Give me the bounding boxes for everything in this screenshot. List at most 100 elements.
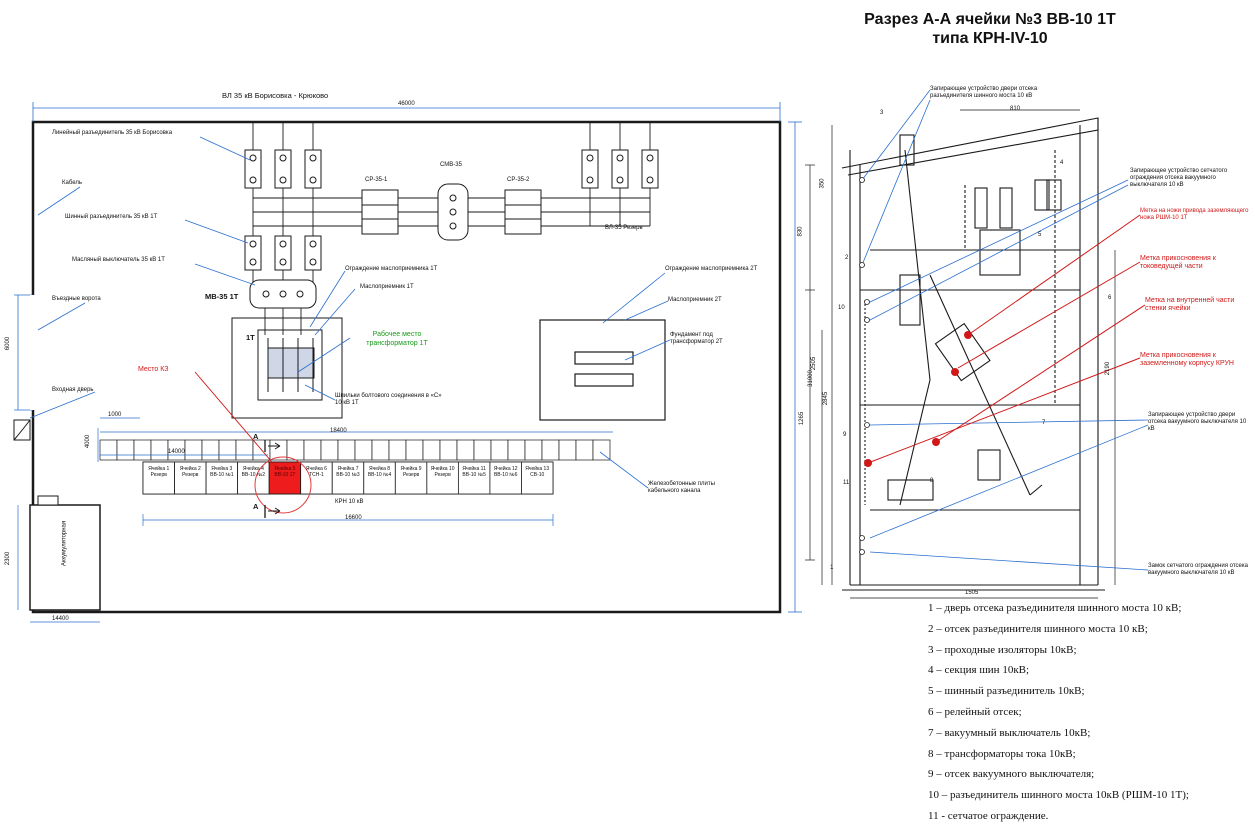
krn-cell-label: Ячейка 11 ВВ-10 №5 [462, 466, 486, 478]
transformer-2t-enclosure [539, 319, 666, 421]
channel-plate [490, 439, 509, 461]
sec-dim-h5: 2190 [1105, 361, 1112, 376]
ann-lock-mesh: Запирающее устройство сетчатого огражден… [1130, 168, 1228, 188]
channel-plate [575, 439, 594, 461]
krn-cell-label: Ячейка 13 СВ-10 [525, 466, 550, 478]
num-5: 5 [1038, 232, 1042, 238]
row2-dim-label: 14000 [168, 449, 185, 455]
legend-item: 7 – вакуумный выключатель 10кВ; [928, 726, 1091, 739]
ann-mark-conductive: Метка прикосновения к токоведущей части [1140, 255, 1216, 270]
battery-label: Аккумуляторная [61, 520, 68, 567]
kz-place-label: Место КЗ [138, 366, 169, 373]
top-dim-label: 46000 [398, 101, 415, 107]
channel-plate [473, 439, 492, 461]
krn-cell-label: Ячейка 12 ВВ-10 №6 [493, 466, 518, 478]
lock-markers [859, 177, 870, 555]
channel-plate [201, 439, 220, 461]
channel-plate [184, 439, 203, 461]
num-8: 8 [930, 478, 934, 484]
channel-plate [150, 439, 169, 461]
krn-cell-label: Ячейка 5 ВВ-10 1Т [274, 466, 296, 478]
left-dim-label: 6000 [5, 336, 12, 351]
section-leaders [861, 89, 1149, 571]
battery-h-dim: 2300 [5, 551, 12, 566]
foundation-label: Фундамент под трансформатор 2Т [670, 332, 723, 345]
kz-leader [194, 371, 284, 476]
num-10: 10 [838, 305, 845, 311]
line-disconnector-label: Линейный разъединитель 35 кВ Борисовка [52, 130, 173, 136]
plan-leaders [29, 136, 671, 489]
section-title-line2: типа КРН-IV-10 [932, 30, 1048, 47]
legend-item: 4 – секция шин 10кВ; [928, 664, 1030, 677]
bus-disconnector-label: Шинный разъединитель 35 кВ 1Т [65, 214, 158, 220]
smv-label: СМВ-35 [440, 162, 462, 168]
channel-plate [235, 439, 254, 461]
krn-cell-label: Ячейка 8 ВВ-10 №4 [367, 466, 392, 478]
battery-dimensions [17, 505, 100, 623]
krn-cell-label: Ячейка 6 ТСН-1 [305, 466, 327, 478]
sec-dim-top-h: 350 [819, 178, 826, 189]
small-dim-2: 4000 [85, 434, 92, 449]
kpn-dim-label: 16600 [345, 515, 362, 521]
sr-35-1-symbol [361, 189, 399, 235]
channel-plate [524, 439, 543, 461]
krn-cells [142, 461, 554, 495]
channel-plate [558, 439, 577, 461]
num-9: 9 [843, 432, 847, 438]
channel-plate [507, 439, 526, 461]
battery-w-dim: 14400 [52, 616, 69, 622]
krn-cell [363, 461, 396, 495]
sec-dim-top: 810 [1010, 106, 1021, 112]
sr-35-2-symbol [504, 189, 542, 235]
kpn-label: КРН 10 кВ [335, 499, 364, 505]
section-red-marks [864, 214, 1146, 467]
section-title-line1: Разрез А-А ячейки №3 ВВ-10 1Т [864, 11, 1116, 28]
right-dimension [788, 121, 802, 613]
num-4: 4 [1060, 160, 1064, 166]
entrance-door-label: Входная дверь [52, 387, 94, 393]
oil-receiver-2t-label: Маслоприемник 2Т [668, 297, 722, 303]
cable-label: Кабель [62, 180, 82, 186]
legend-item: 10 – разъединитель шинного моста 10кВ (Р… [928, 789, 1189, 802]
krn-cell [237, 461, 270, 495]
bolt-label: Шпильки болтового соединения в «С» 10 кВ… [335, 393, 442, 406]
reserve-line-disconnector-symbol [581, 149, 659, 189]
cable-channel-plates [99, 439, 611, 461]
ann-mark-rshm: Метка на ножи привода заземляющего ножа … [1140, 208, 1249, 221]
workplace-label: Рабочее место трансформатор 1Т [366, 331, 428, 347]
vl35-reserve-label: ВЛ-35 Резерв [605, 225, 643, 231]
channel-plate [592, 439, 611, 461]
krn-cell [426, 461, 459, 495]
ann-mark-grounded: Метка прикосновения к заземленному корпу… [1140, 352, 1234, 367]
channel-plate [456, 439, 475, 461]
krn-cell-kz [268, 461, 302, 495]
krn-cell [331, 461, 365, 495]
legend-item: 2 – отсек разъединителя шинного моста 10… [928, 622, 1148, 635]
smv-35-symbol [437, 183, 469, 241]
battery-room-symbol [29, 495, 101, 611]
sec-dim-h4: 1265 [799, 411, 806, 426]
krn-cell [300, 461, 333, 495]
num-3: 3 [880, 110, 884, 116]
krn-cell-label: Ячейка 7 ВВ-10 №3 [336, 466, 360, 478]
top-line-label: ВЛ 35 кВ Борисовка - Крюково [222, 91, 329, 100]
row-dim-label: 18400 [330, 428, 347, 434]
channel-plate [439, 439, 458, 461]
channel-plate [99, 439, 118, 461]
krn-cell-label: Ячейка 1 Резерв [148, 466, 170, 478]
num-7: 7 [1042, 420, 1046, 426]
bus-disconnector-symbol [244, 235, 322, 271]
channel-plate [388, 439, 407, 461]
legend-item: 6 – релейный отсек; [928, 705, 1022, 718]
section-dimensions [805, 109, 1116, 599]
legend-item: 1 – дверь отсека разъединителя шинного м… [928, 602, 1182, 614]
entrance-gate-label: Въездные ворота [52, 296, 101, 302]
krn-cell-label: Ячейка 3 ВВ-10 №1 [210, 466, 234, 478]
transformer-1t-enclosure [231, 317, 343, 419]
legend-item: 5 – шинный разъединитель 10кВ; [928, 685, 1085, 698]
transformer-1t-label: 1Т [246, 333, 255, 342]
channel-plate [116, 439, 135, 461]
channel-plate [286, 439, 305, 461]
ann-mark-inner-wall: Метка на внутренней части стенки ячейки [1145, 297, 1235, 312]
num-11: 11 [843, 480, 850, 486]
